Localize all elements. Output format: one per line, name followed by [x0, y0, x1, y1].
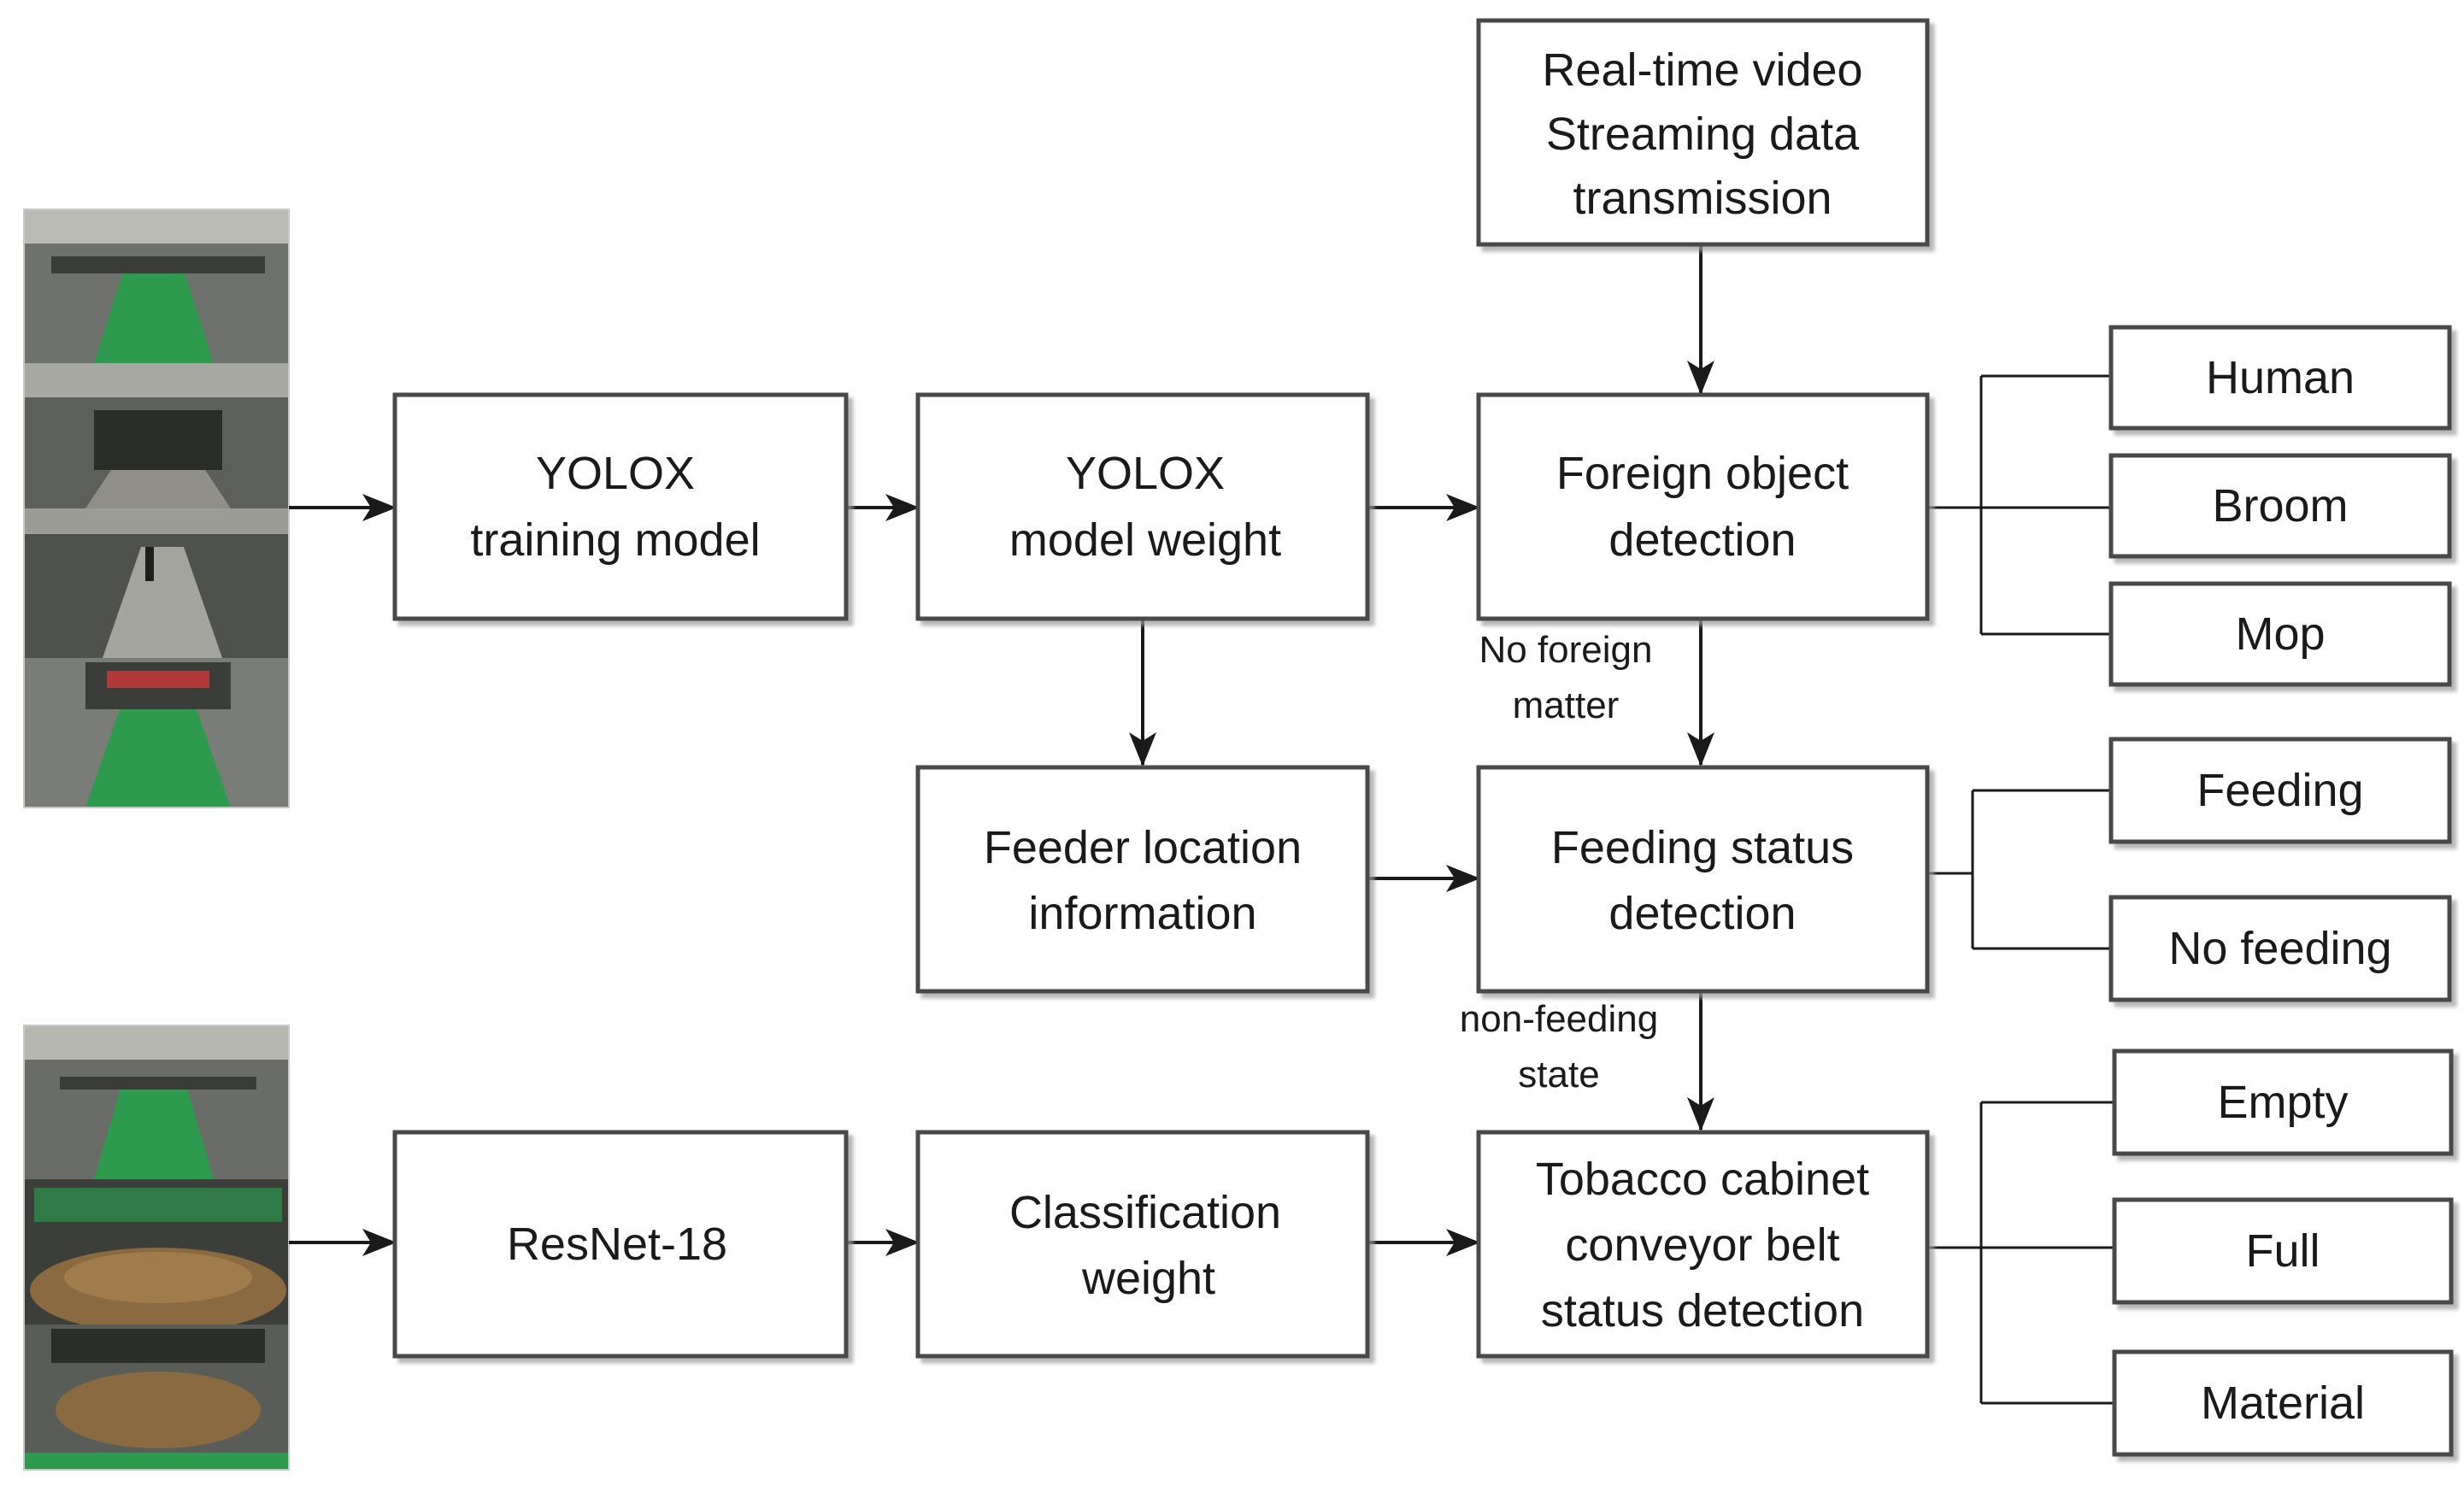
output-full-label: Full — [2245, 1225, 2320, 1277]
node-feeding-line-1: Feeding status — [1551, 822, 1854, 873]
output-full: Full — [2112, 1197, 2454, 1305]
node-feeding-line-2: detection — [1608, 888, 1796, 939]
label-no-foreign-matter: No foreign matter — [1479, 629, 1652, 726]
node-yolox-train-line-1: YOLOX — [536, 448, 695, 499]
node-stream-line-1: Real-time video — [1542, 44, 1862, 96]
node-class-weight: Classification weight — [915, 1130, 1370, 1359]
output-feeding-label: Feeding — [2196, 765, 2363, 816]
node-class-weight-line-1: Classification — [1009, 1187, 1281, 1238]
photo-frame-3 — [24, 508, 289, 658]
label-non-feeding-line-2: state — [1518, 1054, 1599, 1096]
label-no-foreign-line-2: matter — [1513, 684, 1620, 726]
photo-frame-1 — [24, 209, 289, 363]
node-feeder-loc-line-2: information — [1028, 888, 1256, 939]
output-no-feeding-label: No feeding — [2168, 923, 2391, 974]
output-mop: Mop — [2108, 581, 2452, 687]
bracket-feeding-outputs — [1927, 789, 2111, 950]
photo-frame-4 — [24, 658, 289, 808]
node-tobacco-line-2: conveyor belt — [1565, 1219, 1839, 1271]
output-human: Human — [2108, 325, 2452, 431]
node-feeder-loc-line-1: Feeder location — [984, 822, 1302, 873]
output-material-label: Material — [2201, 1377, 2365, 1429]
node-feeding: Feeding status detection — [1476, 765, 1930, 994]
node-resnet-line-1: ResNet-18 — [507, 1219, 727, 1270]
photo-frame-5 — [24, 1025, 289, 1179]
output-broom: Broom — [2108, 453, 2452, 559]
output-empty: Empty — [2112, 1049, 2454, 1156]
classification-photos-stack — [23, 1025, 290, 1471]
node-yolox-weight: YOLOX model weight — [915, 392, 1370, 621]
output-empty-label: Empty — [2217, 1077, 2348, 1128]
node-foreign: Foreign object detection — [1476, 392, 1930, 621]
output-broom-label: Broom — [2212, 480, 2348, 532]
label-non-feeding-state: non-feeding state — [1460, 998, 1658, 1096]
node-yolox-weight-line-1: YOLOX — [1066, 448, 1225, 499]
node-stream-line-2: Streaming data — [1546, 109, 1860, 160]
connectors — [289, 246, 2114, 1405]
label-non-feeding-line-1: non-feeding — [1460, 998, 1658, 1040]
node-tobacco-line-3: status detection — [1541, 1285, 1864, 1336]
node-tobacco: Tobacco cabinet conveyor belt status det… — [1476, 1130, 1930, 1359]
node-yolox-weight-line-2: model weight — [1009, 514, 1281, 566]
label-no-foreign-line-1: No foreign — [1479, 629, 1652, 671]
photo-frame-7 — [24, 1325, 289, 1470]
node-tobacco-line-1: Tobacco cabinet — [1536, 1154, 1869, 1205]
node-class-weight-line-2: weight — [1081, 1253, 1215, 1304]
output-feeding: Feeding — [2108, 737, 2452, 844]
node-stream: Real-time video Streaming data transmiss… — [1476, 18, 1930, 247]
node-resnet: ResNet-18 — [392, 1130, 849, 1359]
output-human-label: Human — [2206, 352, 2355, 403]
bracket-foreign-outputs — [1927, 374, 2111, 636]
photo-frame-2 — [24, 363, 289, 508]
output-mop-label: Mop — [2235, 608, 2325, 660]
training-photos-stack — [23, 209, 290, 808]
node-yolox-train: YOLOX training model — [392, 392, 849, 621]
photo-frame-6 — [24, 1179, 289, 1333]
node-foreign-line-1: Foreign object — [1556, 448, 1849, 499]
output-no-feeding: No feeding — [2108, 895, 2452, 1002]
node-yolox-train-line-2: training model — [470, 514, 760, 566]
node-feeder-loc: Feeder location information — [915, 765, 1370, 994]
output-material: Material — [2112, 1349, 2454, 1457]
node-foreign-line-2: detection — [1608, 514, 1796, 566]
node-stream-line-3: transmission — [1573, 173, 1832, 224]
bracket-tobacco-outputs — [1927, 1101, 2114, 1405]
